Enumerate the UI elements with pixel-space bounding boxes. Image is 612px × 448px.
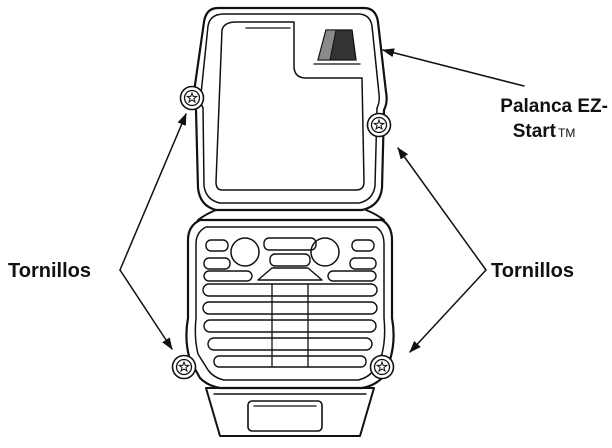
- bottom-skirt: [205, 387, 375, 437]
- trademark-mark: TM: [558, 126, 575, 140]
- screw-top-left-icon: [179, 85, 205, 111]
- screws-label-right: Tornillos: [491, 260, 574, 282]
- arrow-screw-top-right: [397, 147, 487, 271]
- screw-bottom-left-icon: [171, 354, 197, 380]
- lower-housing-inner-outline: [194, 226, 386, 381]
- grille: [202, 237, 378, 368]
- hinge: [197, 209, 385, 221]
- window-recess: [215, 21, 365, 191]
- arrow-screw-bottom-right: [409, 269, 487, 353]
- ez-start-lever: [313, 29, 361, 65]
- screws-label-left: Tornillos: [8, 260, 91, 282]
- lever-label-line1: Palanca EZ-: [500, 96, 608, 117]
- screw-bottom-right-icon: [369, 354, 395, 380]
- lower-housing: [185, 218, 395, 390]
- lever-label-line2: Start: [513, 121, 557, 142]
- upper-cover: [192, 6, 388, 212]
- callout-arrows: [119, 48, 525, 353]
- screw-top-right-icon: [366, 112, 392, 138]
- arrow-lever: [382, 48, 525, 87]
- lower-housing-outline: [185, 218, 395, 390]
- arrow-screw-bottom-left: [119, 269, 173, 350]
- arrow-screw-top-left: [119, 113, 187, 271]
